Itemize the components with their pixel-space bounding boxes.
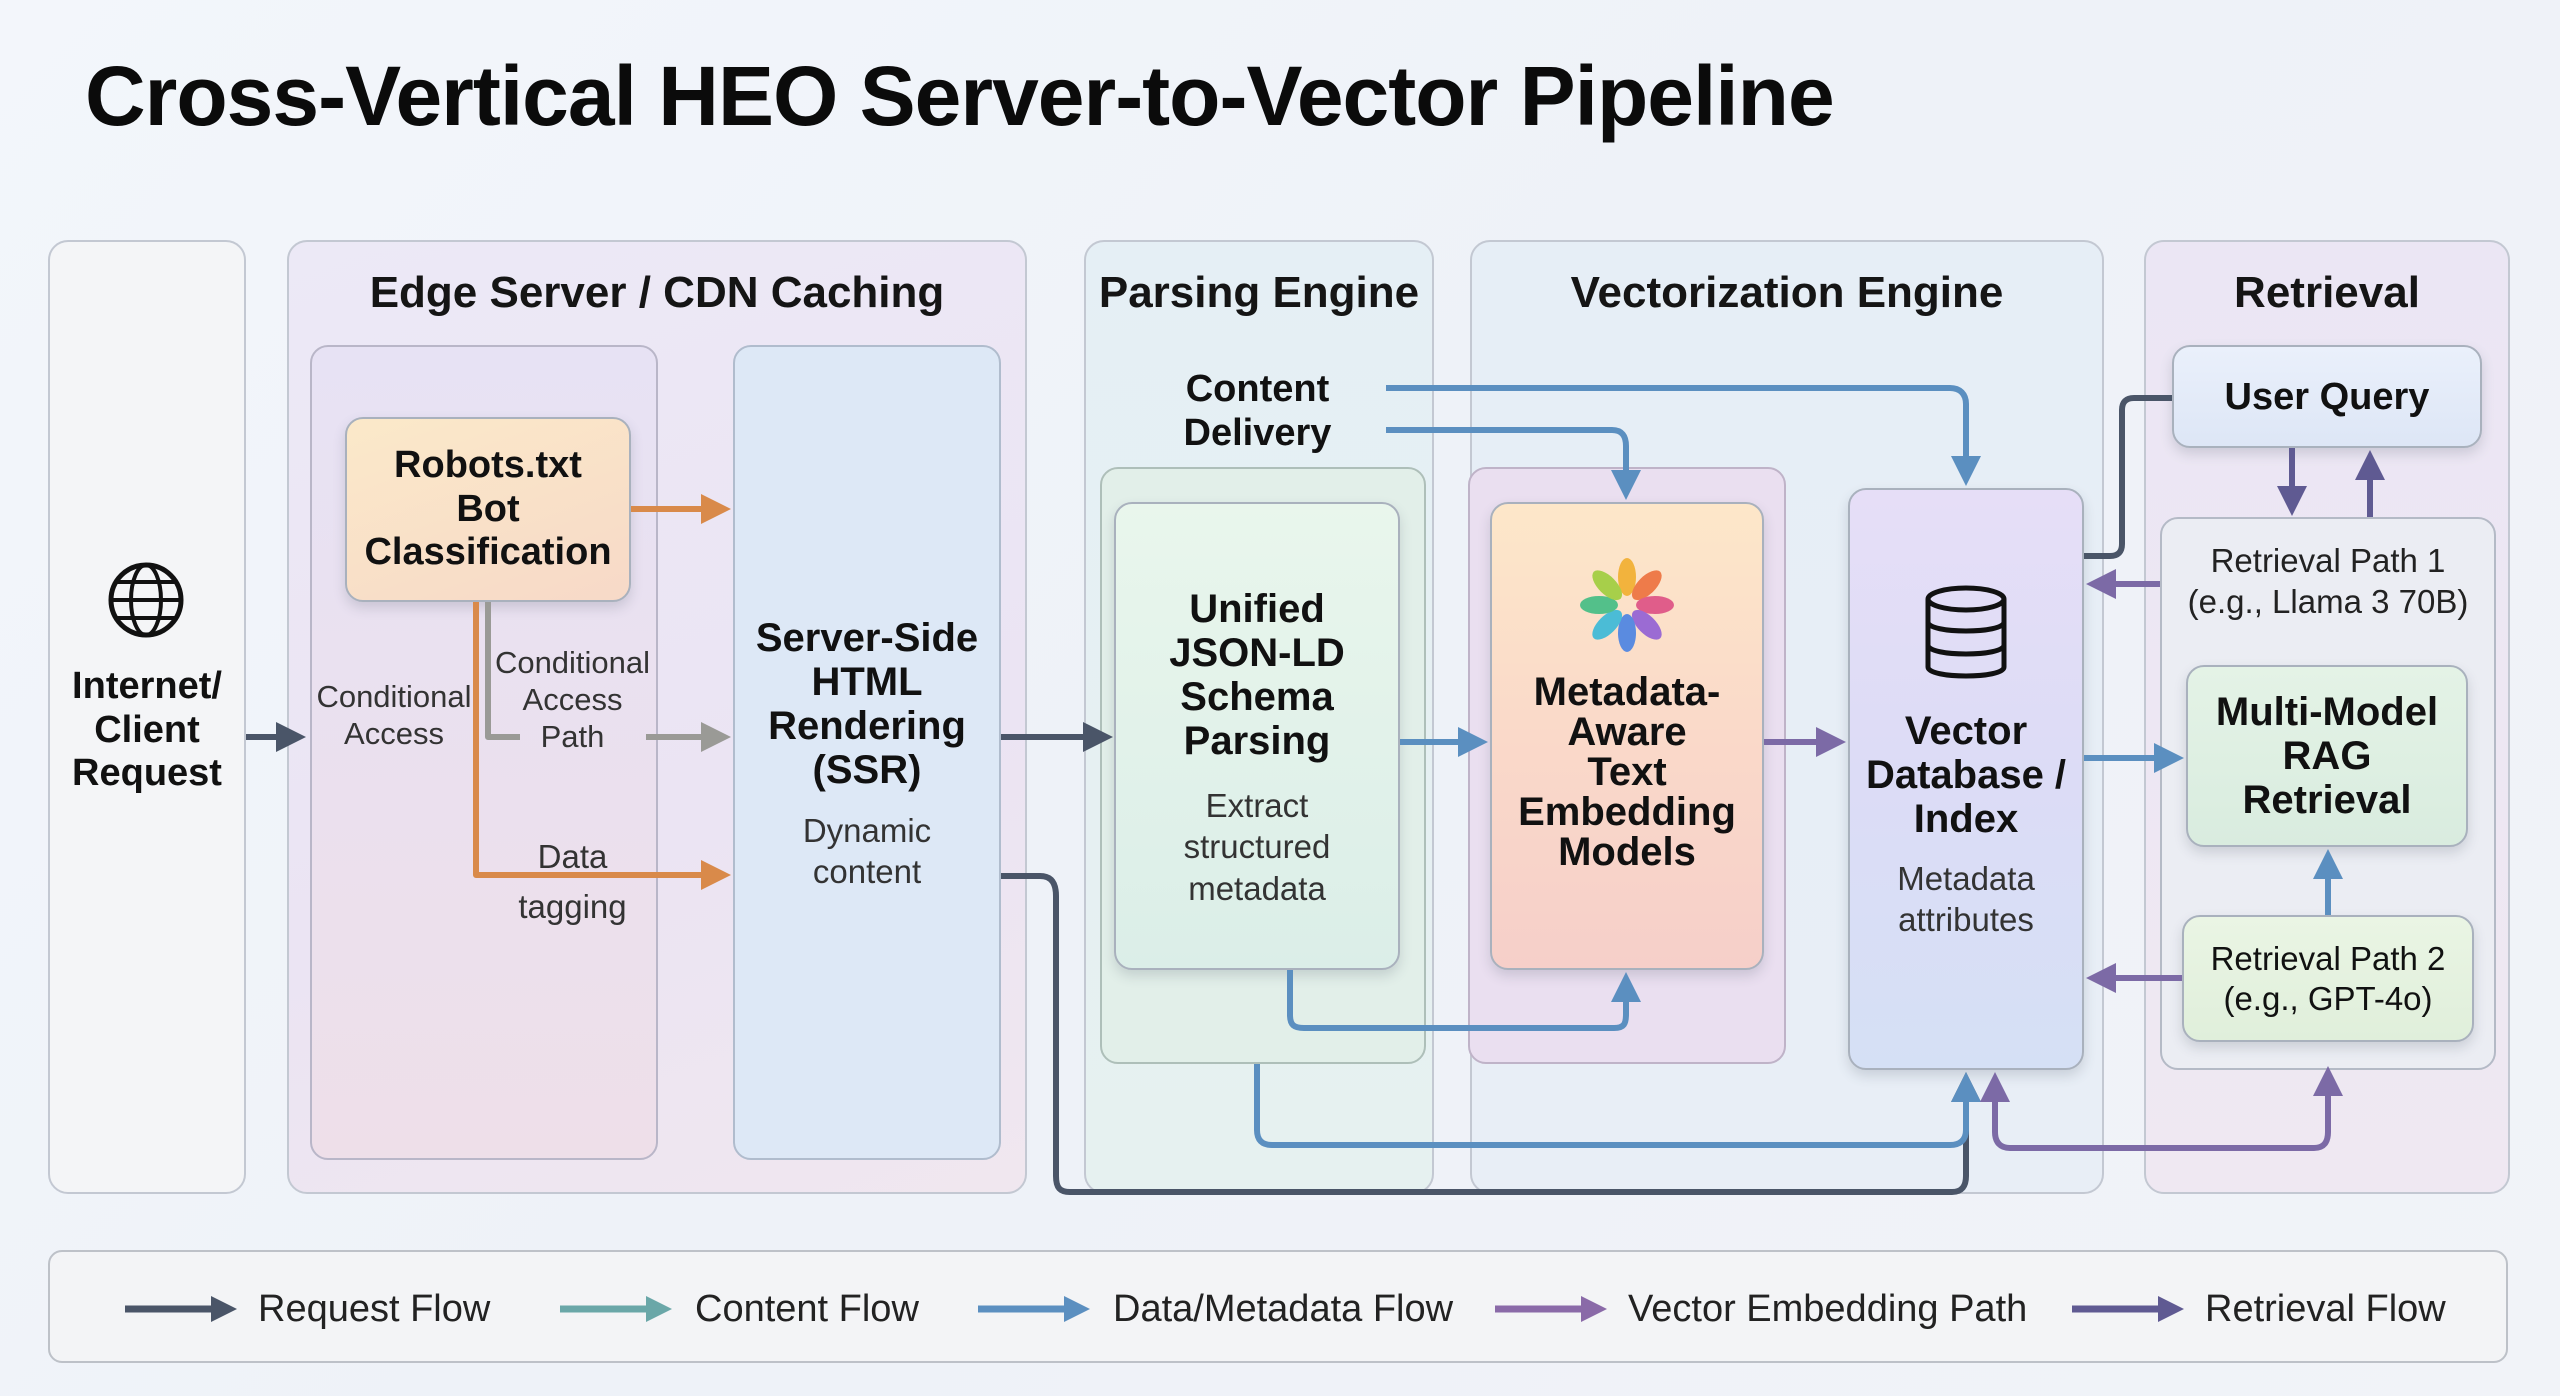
edge-ssr-subpanel xyxy=(733,345,1001,1160)
pinwheel-icon xyxy=(1577,555,1677,655)
page-title: Cross-Vertical HEO Server-to-Vector Pipe… xyxy=(85,49,1835,143)
ssr-subtitle: Dynamic content xyxy=(802,812,932,891)
vector-database-subtitle: Metadata attributes xyxy=(1897,860,2035,939)
retrieval-path-2-label: Retrieval Path 2 (e.g., GPT-4o) xyxy=(2210,939,2446,1017)
jsonld-parsing-box xyxy=(1114,502,1400,970)
edge-panel-title: Edge Server / CDN Caching xyxy=(369,268,945,317)
legend-vector-embedding-path: Vector Embedding Path xyxy=(1628,1288,2028,1330)
conditional-access-label: Conditional Access xyxy=(316,679,472,752)
globe-icon xyxy=(106,560,186,640)
robots-classification-box: Robots.txt Bot Classification xyxy=(345,417,631,602)
multi-model-rag-box: Multi-Model RAG Retrieval xyxy=(2186,665,2468,847)
embedding-models-title: Metadata- Aware Text Embedding Models xyxy=(1518,670,1736,874)
legend-data-metadata-flow: Data/Metadata Flow xyxy=(1113,1288,1454,1330)
retrieval-path-2-box: Retrieval Path 2 (e.g., GPT-4o) xyxy=(2182,915,2474,1042)
user-query-box: User Query xyxy=(2172,345,2482,448)
legend-arrow-vector xyxy=(1495,1296,1607,1322)
data-tagging-label: Data tagging xyxy=(518,838,627,925)
conditional-access-path-label: Conditional Access Path xyxy=(494,645,651,755)
database-icon xyxy=(1922,585,2010,681)
multi-model-rag-label: Multi-Model RAG Retrieval xyxy=(2215,690,2439,822)
vector-database-title: Vector Database / Index xyxy=(1865,709,2067,841)
content-delivery-label: Content Delivery xyxy=(1183,368,1332,454)
legend-content-flow: Content Flow xyxy=(695,1288,919,1330)
ssr-title: Server-Side HTML Rendering (SSR) xyxy=(755,616,979,792)
legend-retrieval-flow: Retrieval Flow xyxy=(2205,1288,2446,1330)
legend-request-flow: Request Flow xyxy=(258,1288,491,1330)
legend-arrow-content xyxy=(560,1296,672,1322)
vector-database-box xyxy=(1848,488,2084,1070)
client-request-label: Internet/ Client Request xyxy=(72,665,222,795)
retrieval-panel-title: Retrieval xyxy=(2234,268,2420,317)
legend-arrow-retrieval xyxy=(2072,1296,2184,1322)
legend-arrow-request xyxy=(125,1296,237,1322)
jsonld-parsing-title: Unified JSON-LD Schema Parsing xyxy=(1169,587,1345,763)
client-panel xyxy=(48,240,246,1194)
robots-classification-label: Robots.txt Bot Classification xyxy=(364,443,612,574)
parsing-panel-title: Parsing Engine xyxy=(1098,268,1420,317)
user-query-label: User Query xyxy=(2224,375,2430,418)
jsonld-parsing-subtitle: Extract structured metadata xyxy=(1183,787,1331,907)
legend-arrow-metadata xyxy=(978,1296,1090,1322)
vectorization-panel-title: Vectorization Engine xyxy=(1570,268,2004,317)
retrieval-path-1-label: Retrieval Path 1 (e.g., Llama 3 70B) xyxy=(2187,542,2469,621)
legend: Request Flow Content Flow Data/Metadata … xyxy=(48,1250,2508,1363)
